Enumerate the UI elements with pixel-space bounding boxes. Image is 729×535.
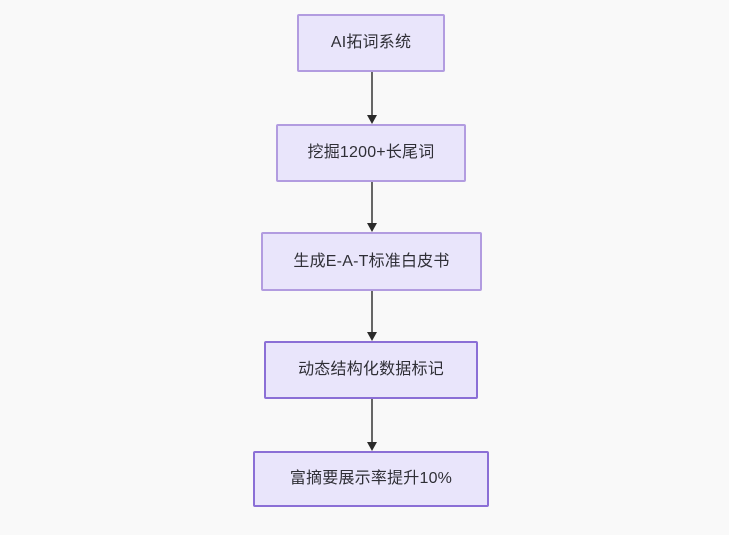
arrowhead-icon: [367, 442, 377, 451]
flow-node-rich-snippet-uplift[interactable]: 富摘要展示率提升10%: [253, 451, 489, 507]
flow-node-generate-eat-whitepaper[interactable]: 生成E-A-T标准白皮书: [261, 232, 482, 291]
flow-node-label: 挖掘1200+长尾词: [307, 144, 435, 161]
flow-node-label: 动态结构化数据标记: [298, 361, 444, 378]
arrowhead-icon: [367, 115, 377, 124]
edge-line: [371, 291, 373, 333]
flow-node-mine-longtail-keywords[interactable]: 挖掘1200+长尾词: [276, 124, 466, 182]
flow-node-label: 富摘要展示率提升10%: [289, 470, 453, 487]
flow-node-ai-keyword-system[interactable]: AI拓词系统: [297, 14, 445, 72]
arrowhead-icon: [367, 223, 377, 232]
edge-line: [371, 72, 373, 116]
flow-node-label: AI拓词系统: [330, 34, 412, 51]
edge-line: [371, 182, 373, 224]
flow-node-dynamic-structured-data-markup[interactable]: 动态结构化数据标记: [264, 341, 478, 399]
flow-node-label: 生成E-A-T标准白皮书: [293, 252, 450, 270]
edge-line: [371, 399, 373, 443]
arrowhead-icon: [367, 332, 377, 341]
